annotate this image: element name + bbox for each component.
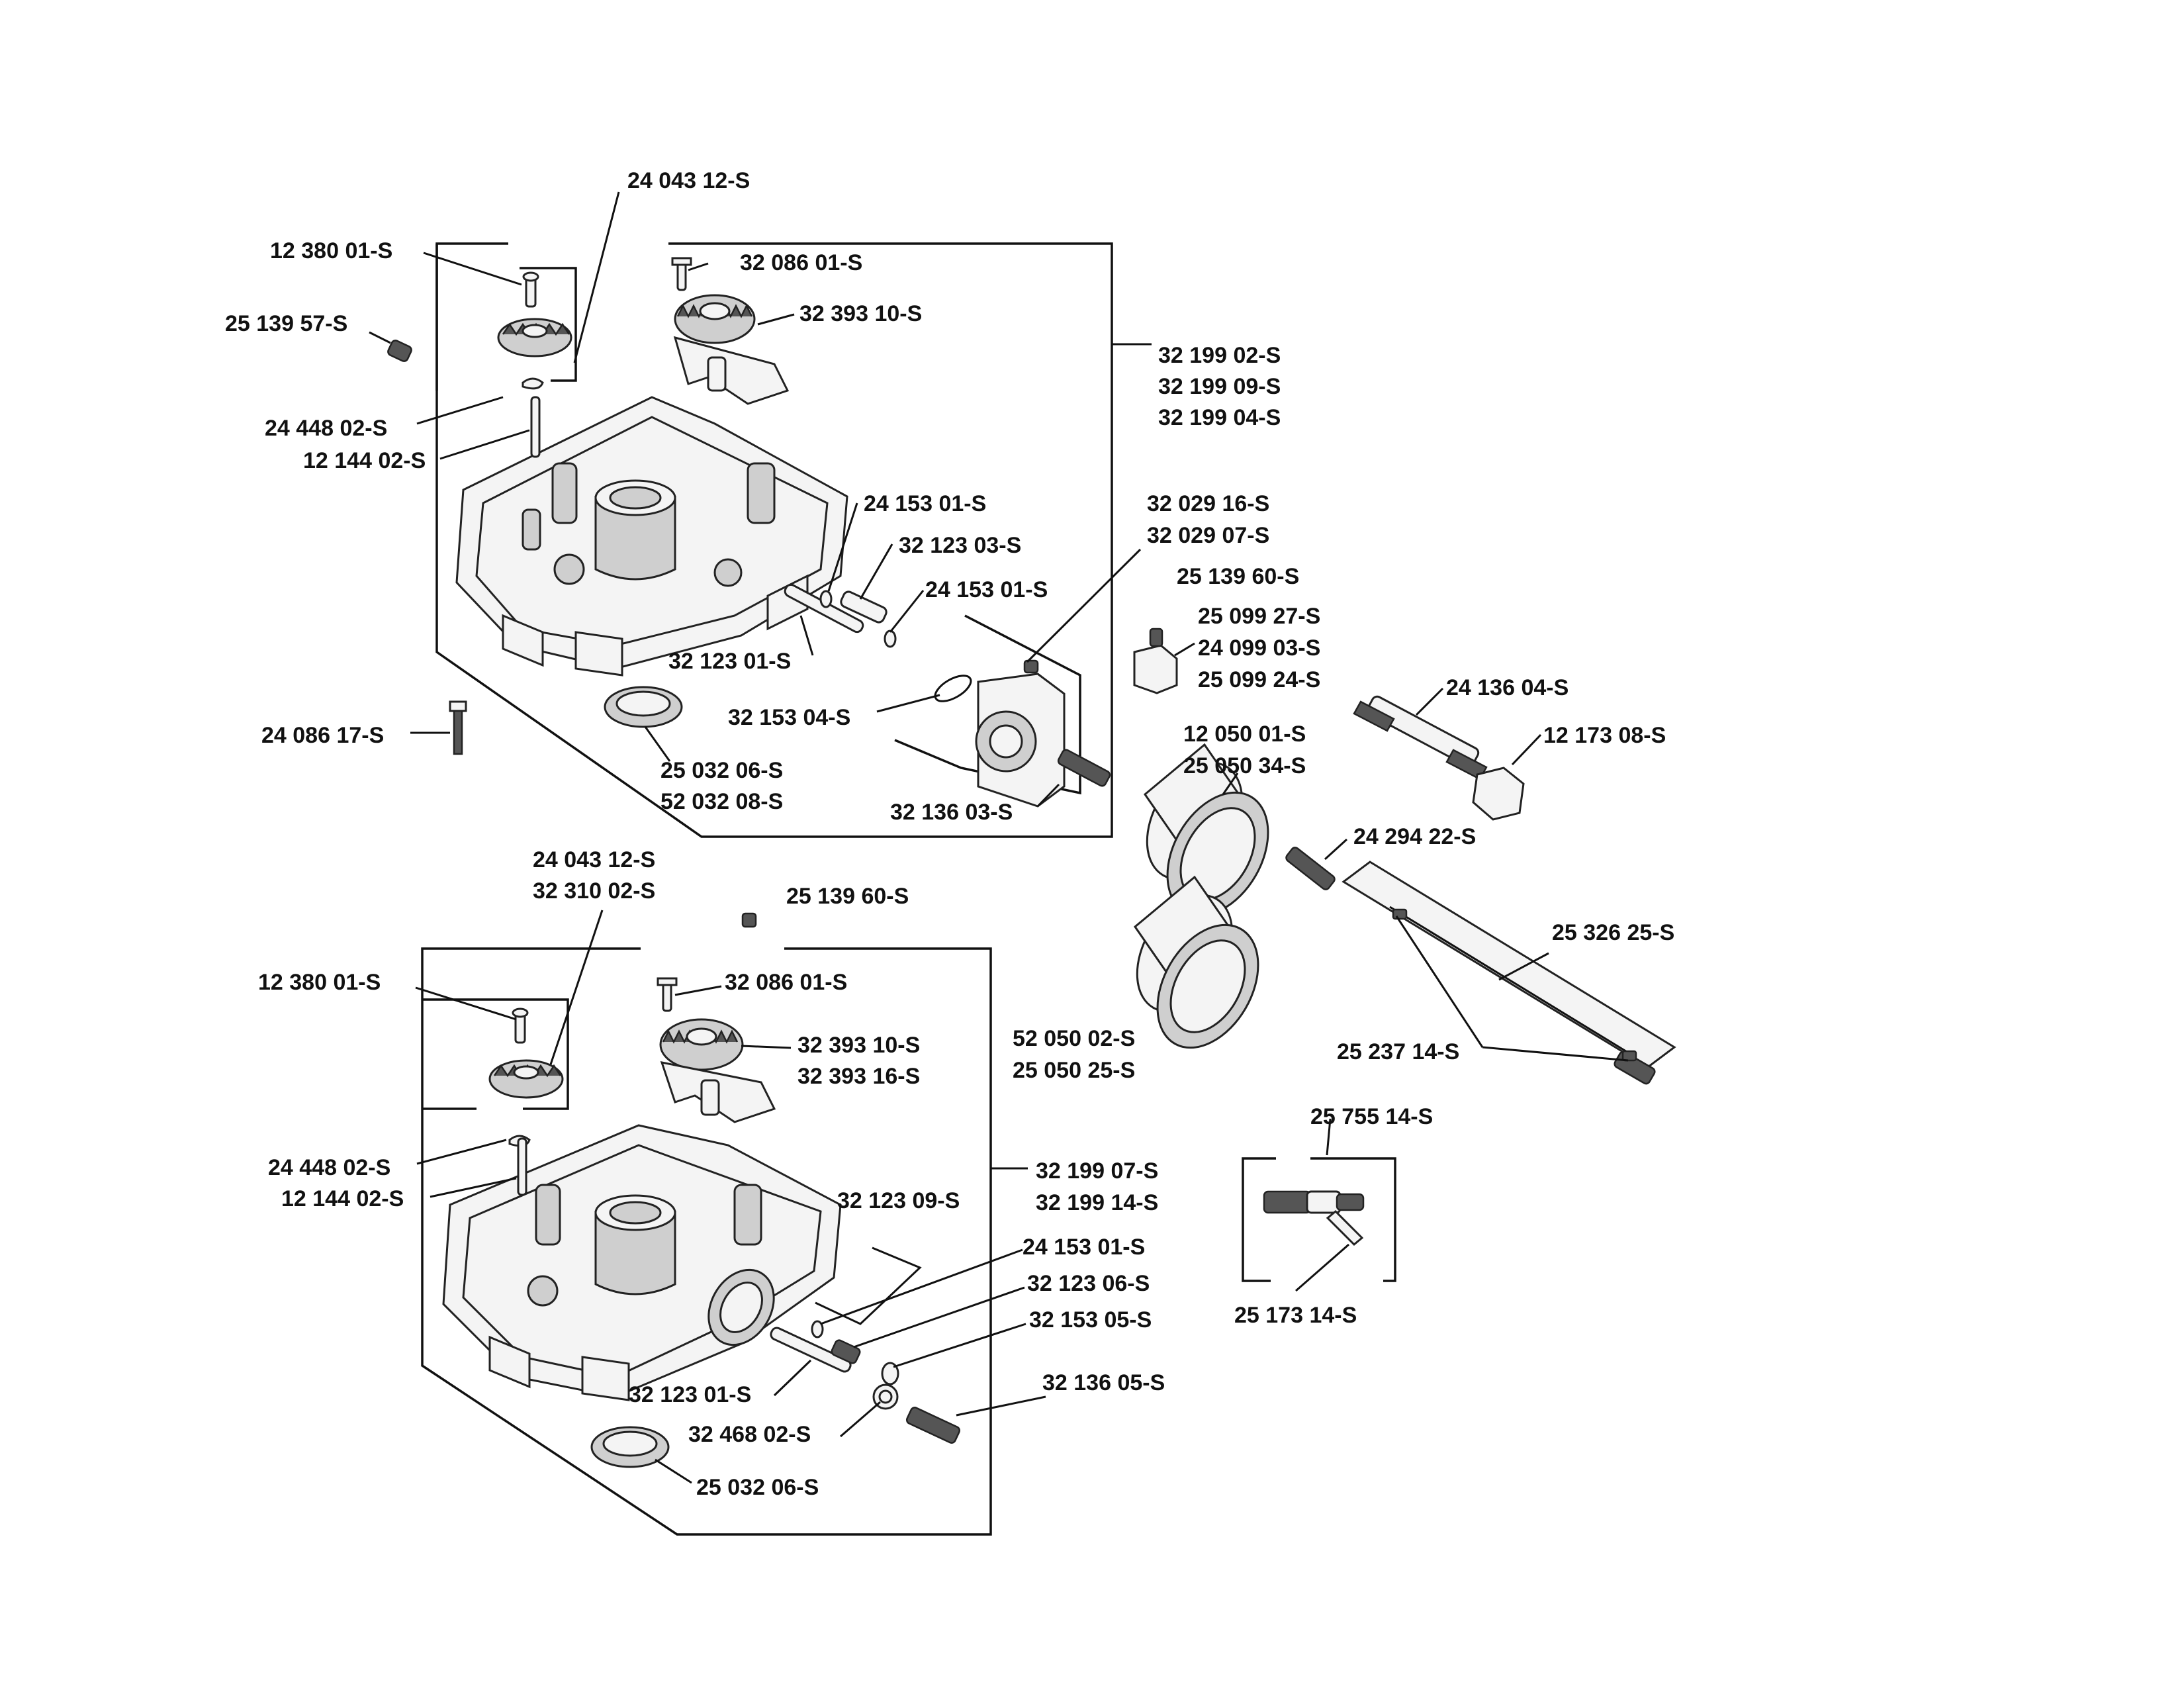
lower-sump-casting xyxy=(442,1124,842,1401)
upper-governor-subbox xyxy=(520,267,577,382)
label-lower-oil-seal: 25 032 06-S xyxy=(696,1475,819,1500)
label-lower-oring-b: 32 153 05-S xyxy=(1029,1307,1152,1333)
lower-pump-gear-assembly xyxy=(657,977,776,1123)
upper-oring-a xyxy=(819,590,833,608)
label-lower-shaft-b: 32 123 01-S xyxy=(629,1382,751,1407)
label-sensor-1: 25 099 27-S xyxy=(1198,604,1320,629)
upper-washer xyxy=(522,377,544,390)
label-upper-washer: 24 448 02-S xyxy=(265,416,387,441)
label-upper-box-3: 32 199 04-S xyxy=(1158,405,1281,430)
cap xyxy=(1472,767,1525,821)
label-filter-lower-2: 25 050 25-S xyxy=(1013,1058,1135,1083)
label-upper-oring-b: 24 153 01-S xyxy=(925,577,1048,602)
lower-oil-seal xyxy=(590,1426,670,1468)
filter-lower xyxy=(1133,875,1259,1049)
label-lower-oring: 24 153 01-S xyxy=(1023,1235,1145,1260)
label-upper-bolt-top: 32 086 01-S xyxy=(740,250,862,275)
nipple xyxy=(1353,695,1488,780)
filter-upper xyxy=(1143,743,1269,917)
upper-assembly xyxy=(369,191,1152,838)
label-upper-fitting: 32 136 03-S xyxy=(890,800,1013,825)
labels: 24 043 12-S 12 380 01-S 32 086 01-S 25 1… xyxy=(225,168,1674,1500)
lower-shaft-a xyxy=(831,1339,861,1364)
label-filter-lower-1: 52 050 02-S xyxy=(1013,1026,1135,1051)
upper-bolt-side xyxy=(449,700,467,755)
label-drain-valve-kit: 25 755 14-S xyxy=(1310,1104,1433,1129)
upper-set-screw xyxy=(387,340,412,362)
upper-filter-adapter xyxy=(934,673,1066,808)
drain-valve-kit-box xyxy=(1310,1157,1396,1282)
label-upper-shaft-a: 32 123 03-S xyxy=(899,533,1021,558)
upper-adapter-subbox xyxy=(894,614,1081,795)
lower-shaft-b xyxy=(770,1327,852,1373)
upper-plug xyxy=(1023,659,1039,674)
label-lower-shaft-group: 32 123 09-S xyxy=(837,1188,960,1213)
label-lower-pin: 12 144 02-S xyxy=(281,1186,404,1211)
lower-box-outline xyxy=(421,947,992,1536)
label-upper-pump-gear-assy: 32 393 10-S xyxy=(799,301,922,326)
upper-pin xyxy=(530,396,541,458)
label-upper-oil-seal-2: 52 032 08-S xyxy=(660,789,783,814)
lower-governor-subbox xyxy=(422,998,569,1110)
upper-oring-b xyxy=(884,630,897,648)
label-filter-upper-2: 25 050 34-S xyxy=(1183,753,1306,778)
label-upper-bolt-side: 24 086 17-S xyxy=(261,723,384,748)
loose-parts xyxy=(1133,628,1676,1292)
label-upper-box-1: 32 199 02-S xyxy=(1158,343,1281,368)
label-filter-upper-1: 12 050 01-S xyxy=(1183,722,1306,747)
label-upper-pin-shaft: 12 380 01-S xyxy=(270,238,392,263)
label-lower-pump-gear-assy-2: 32 393 16-S xyxy=(797,1064,920,1089)
label-lower-shaft-a: 32 123 06-S xyxy=(1027,1271,1150,1296)
label-cap: 12 173 08-S xyxy=(1543,723,1666,748)
lower-fitting xyxy=(905,1407,961,1444)
sensor xyxy=(1133,628,1178,694)
lower-oring-b xyxy=(881,1362,899,1385)
lower-pin xyxy=(517,1137,527,1196)
label-lower-washer: 24 448 02-S xyxy=(268,1155,390,1180)
label-lower-box-1: 32 199 07-S xyxy=(1036,1158,1158,1184)
label-upper-oring-a: 24 153 01-S xyxy=(864,491,986,516)
label-upper-pin: 12 144 02-S xyxy=(303,448,426,473)
label-upper-box-2: 32 199 09-S xyxy=(1158,374,1281,399)
lower-oring xyxy=(811,1320,824,1338)
upper-shaft-a xyxy=(840,590,887,624)
label-upper-filter-adapter-1: 32 029 16-S xyxy=(1147,491,1269,516)
label-upper-shaft-b: 32 123 01-S xyxy=(668,649,791,674)
label-hose: 25 326 25-S xyxy=(1552,920,1674,945)
label-nipple: 24 136 04-S xyxy=(1446,675,1569,700)
upper-oil-seal xyxy=(604,686,683,728)
label-upper-plug: 25 139 60-S xyxy=(1177,564,1299,589)
label-lower-governor-gear-2: 32 310 02-S xyxy=(533,878,655,904)
label-hose-clamps: 25 237 14-S xyxy=(1337,1039,1459,1064)
label-sensor-2: 24 099 03-S xyxy=(1198,635,1320,661)
label-lower-plug: 25 139 60-S xyxy=(786,884,909,909)
label-lower-bolt-top: 32 086 01-S xyxy=(725,970,847,995)
upper-governor-gear xyxy=(497,271,572,357)
label-sensor-3: 25 099 24-S xyxy=(1198,667,1320,692)
label-lower-pin-shaft: 12 380 01-S xyxy=(258,970,381,995)
label-upper-set-screw: 25 139 57-S xyxy=(225,311,347,336)
label-upper-oil-seal-1: 25 032 06-S xyxy=(660,758,783,783)
upper-sump-casting xyxy=(455,396,848,677)
lower-plug xyxy=(741,912,757,928)
drain-valve xyxy=(1263,1190,1365,1246)
label-upper-governor-gear: 24 043 12-S xyxy=(627,168,750,193)
upper-fitting xyxy=(1057,749,1111,787)
hose-barb xyxy=(1285,847,1336,890)
label-lower-gasket: 32 468 02-S xyxy=(688,1422,811,1447)
label-drain-valve: 25 173 14-S xyxy=(1234,1303,1357,1328)
label-upper-adapter-oring: 32 153 04-S xyxy=(728,705,850,730)
label-lower-fitting: 32 136 05-S xyxy=(1042,1370,1165,1395)
lower-governor-gear xyxy=(488,1008,564,1099)
lower-shaft-group-subbox xyxy=(815,1246,922,1325)
label-lower-box-2: 32 199 14-S xyxy=(1036,1190,1158,1215)
label-hose-barb: 24 294 22-S xyxy=(1353,824,1476,849)
label-lower-governor-gear-1: 24 043 12-S xyxy=(533,847,655,872)
upper-pump-gear-assembly xyxy=(671,257,790,405)
lower-assembly xyxy=(415,910,1046,1536)
label-lower-pump-gear-assy-1: 32 393 10-S xyxy=(797,1033,920,1058)
label-upper-filter-adapter-2: 32 029 07-S xyxy=(1147,523,1269,548)
